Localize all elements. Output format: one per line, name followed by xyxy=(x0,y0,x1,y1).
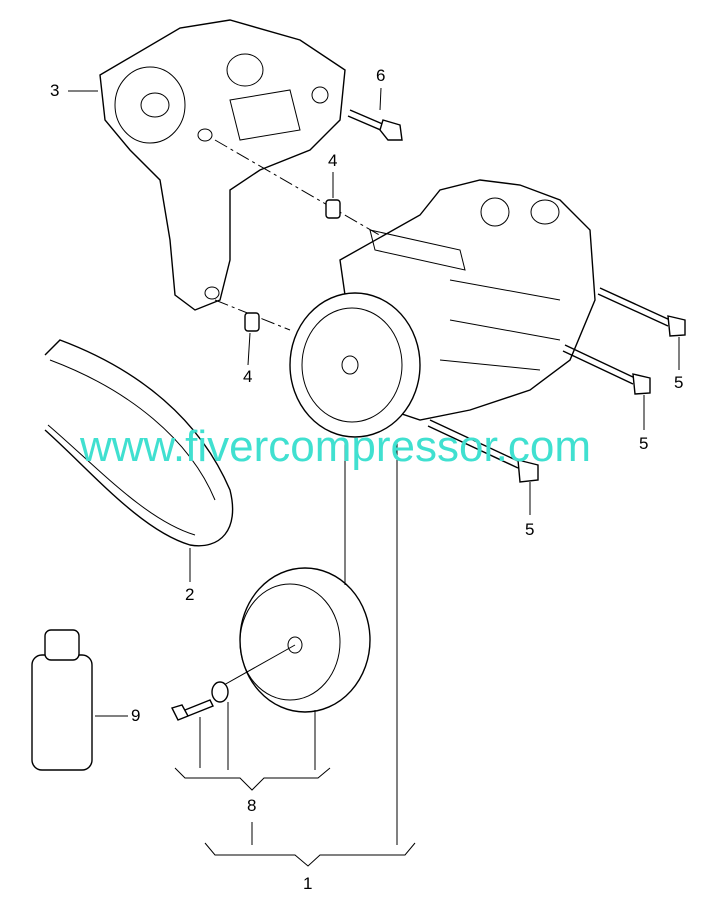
callout-5-b: 5 xyxy=(639,434,649,453)
callout-5-c: 5 xyxy=(525,520,535,539)
callout-3: 3 xyxy=(50,81,60,100)
callout-4-upper: 4 xyxy=(328,151,338,170)
bushing-lower xyxy=(244,312,260,332)
mounting-bracket xyxy=(99,19,346,311)
leader-lines xyxy=(68,87,680,867)
pulley-lower xyxy=(214,567,371,713)
bolts-5 xyxy=(427,287,686,483)
oil-bottle xyxy=(31,629,93,771)
callout-1: 1 xyxy=(303,874,313,893)
bushing-upper xyxy=(325,199,341,219)
callout-9: 9 xyxy=(131,706,141,725)
bolt-pulley xyxy=(171,699,214,721)
drive-belt xyxy=(44,339,234,547)
bolt-6 xyxy=(347,109,403,141)
callout-5-a: 5 xyxy=(674,373,684,392)
callout-4-lower: 4 xyxy=(243,367,253,386)
pulley-upper xyxy=(289,292,421,438)
watermark: www.fivercompressor.com xyxy=(80,422,592,471)
callout-8: 8 xyxy=(247,796,257,815)
axis-line-lower xyxy=(214,299,291,331)
callout-6: 6 xyxy=(376,66,386,85)
washer xyxy=(211,681,229,703)
callout-2: 2 xyxy=(185,585,195,604)
